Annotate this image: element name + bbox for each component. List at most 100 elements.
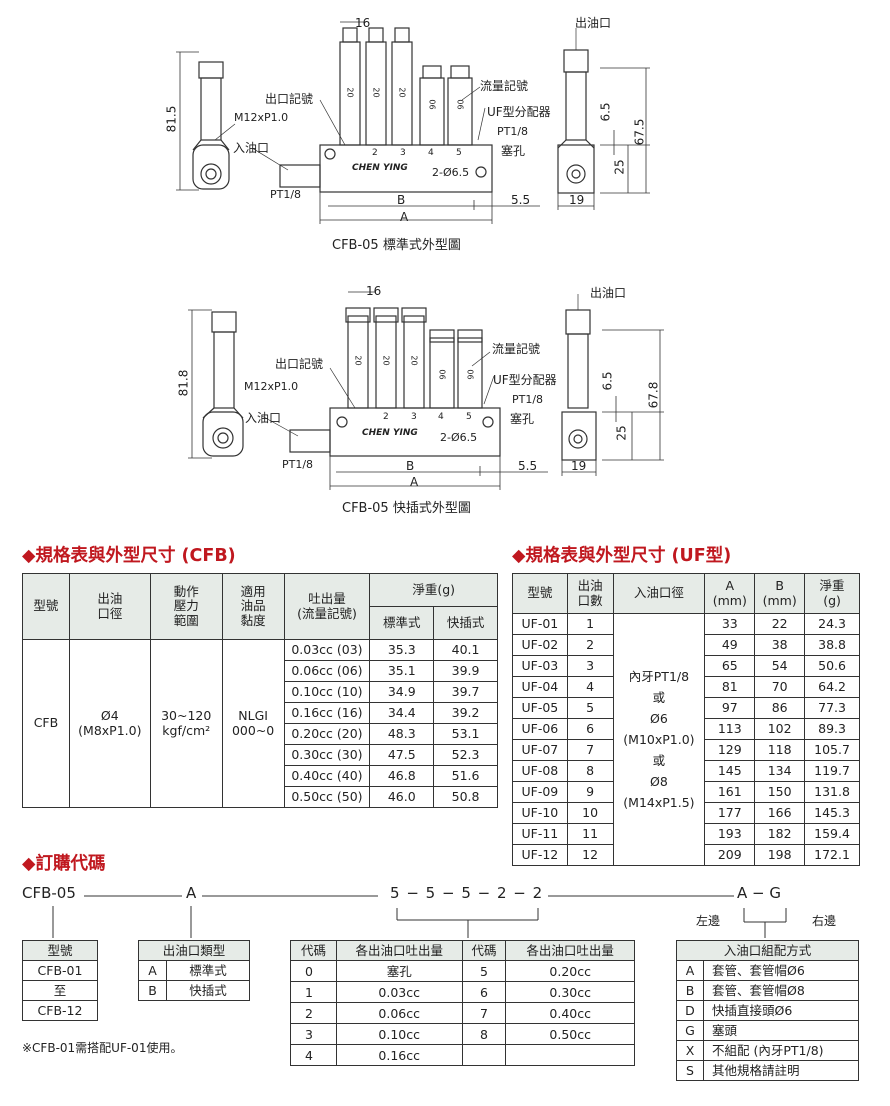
port-number: 2 <box>372 148 378 158</box>
flow-cell: 0.40cc (40) <box>283 765 371 787</box>
order-code-type: A <box>186 884 197 902</box>
col-a-mm: A (mm) <box>704 573 756 614</box>
uf-weight: 131.8 <box>804 781 860 803</box>
uf-model: UF-11 <box>512 823 568 845</box>
port-number: 3 <box>400 148 406 158</box>
port-number: 3 <box>411 412 417 422</box>
uf-count: 1 <box>566 613 614 635</box>
uf-b: 22 <box>754 613 806 635</box>
flow-code: 5 <box>461 884 471 902</box>
dim-b-label: B <box>397 193 406 207</box>
valve-code: 20 <box>397 87 407 98</box>
dim-25-label: 25 <box>612 159 627 175</box>
uf-a: 193 <box>704 823 756 845</box>
order-section-title: ◆訂購代碼 <box>22 854 106 874</box>
pt18-inlet-label: PT1/8 <box>282 458 314 471</box>
uf-a: 177 <box>704 802 756 824</box>
mount-hole-label: 2-Ø6.5 <box>432 166 470 179</box>
uf-weight: 145.3 <box>804 802 860 824</box>
inlet-code: X <box>676 1040 704 1061</box>
dim-6-5-label: 6.5 <box>600 371 615 391</box>
flow-value-cell <box>505 1044 635 1066</box>
inlet-desc: 套管、套管帽Ø6 <box>703 960 859 981</box>
uf-b: 118 <box>754 739 806 761</box>
quick-cell: 39.9 <box>433 660 498 682</box>
outlet-label: 出油口 <box>590 286 627 300</box>
thread-m12-label: M12xP1.0 <box>234 111 289 124</box>
uf-weight: 159.4 <box>804 823 860 845</box>
std-cell: 35.3 <box>369 639 435 661</box>
flow-code-cell: 7 <box>461 1002 507 1024</box>
port-number: 5 <box>466 412 472 422</box>
order-code-prefix: CFB-05 <box>22 884 76 902</box>
quick-cell: 52.3 <box>433 744 498 766</box>
flow-value-cell: 0.50cc <box>505 1023 635 1045</box>
std-cell: 46.8 <box>369 765 435 787</box>
inlet-code: A <box>676 960 704 981</box>
inlet-code: B <box>676 980 704 1001</box>
cfb-section-title: ◆規格表與外型尺寸 (CFB) <box>22 546 236 566</box>
flow-value-cell: 0.06cc <box>335 1002 463 1024</box>
type-box-header: 出油口類型 <box>138 940 250 961</box>
std-cell: 46.0 <box>369 786 435 808</box>
uf-b: 182 <box>754 823 806 845</box>
order-code-inlet: A − G <box>737 884 781 902</box>
uf-weight: 38.8 <box>804 634 860 656</box>
uf-model: UF-06 <box>512 718 568 740</box>
flow-code-cell: 1 <box>290 981 337 1003</box>
uf-count: 6 <box>566 718 614 740</box>
quick-outline-drawing: 16 出油口 出口記號 流量記號 UF型分配器 M12xP1.0 PT1/8 入… <box>0 272 890 520</box>
quick-cell: 51.6 <box>433 765 498 787</box>
uf-weight: 24.3 <box>804 613 860 635</box>
flow-cell: 0.10cc (10) <box>283 681 371 703</box>
uf-a: 97 <box>704 697 756 719</box>
flow-value-cell: 0.03cc <box>335 981 463 1003</box>
uf-weight: 89.3 <box>804 718 860 740</box>
valve-code: 20 <box>345 87 355 98</box>
flow-code-cell: 5 <box>461 960 507 982</box>
flow-cell: 0.16cc (16) <box>283 702 371 724</box>
uf-a: 33 <box>704 613 756 635</box>
model-box-row: CFB-12 <box>22 1000 98 1021</box>
dim-19-label: 19 <box>569 193 585 207</box>
flow-cell: 0.30cc (30) <box>283 744 371 766</box>
type-code: A <box>138 960 167 981</box>
uf-b: 198 <box>754 844 806 866</box>
outlet-mark-label: 出口記號 <box>265 92 314 106</box>
flow-value-cell: 0.30cc <box>505 981 635 1003</box>
inlet-label: 入油口 <box>245 411 282 425</box>
inlet-desc: 不組配 (內牙PT1/8) <box>703 1040 859 1061</box>
col-weight: 淨重 (g) <box>804 573 860 614</box>
col-standard: 標準式 <box>369 606 435 640</box>
uf-b: 70 <box>754 676 806 698</box>
flow-code-cell: 2 <box>290 1002 337 1024</box>
cfb-spec-table: 型號 出油 口徑 動作 壓力 範圍 適用 油品 黏度 吐出量 (流量記號) 淨重… <box>22 573 498 808</box>
inlet-desc: 套管、套管帽Ø8 <box>703 980 859 1001</box>
inlet-desc: 塞頭 <box>703 1020 859 1041</box>
brand-mark: CHEN YING <box>362 428 418 438</box>
order-code-flows: 5 − 5 − 5 − 2 − 2 <box>390 884 543 902</box>
valve-code: 20 <box>371 87 381 98</box>
uf-count: 10 <box>566 802 614 824</box>
dim-a-label: A <box>400 210 409 224</box>
dim-19-label: 19 <box>571 459 587 473</box>
valve-code: 20 <box>409 355 419 366</box>
uf-a: 65 <box>704 655 756 677</box>
col-b-mm: B (mm) <box>754 573 806 614</box>
model-box-header: 型號 <box>22 940 98 961</box>
model-box-row: 至 <box>22 980 98 1001</box>
valve-code: 06 <box>455 99 465 110</box>
uf-b: 102 <box>754 718 806 740</box>
quick-cell: 40.1 <box>433 639 498 661</box>
pt18-right-label: PT1/8 <box>512 393 544 406</box>
uf-count: 12 <box>566 844 614 866</box>
uf-weight: 172.1 <box>804 844 860 866</box>
quick-cell: 39.2 <box>433 702 498 724</box>
flow-value-cell: 0.40cc <box>505 1002 635 1024</box>
uf-model: UF-12 <box>512 844 568 866</box>
order-note: ※CFB-01需搭配UF-01使用。 <box>22 1041 183 1055</box>
flow-code-cell: 8 <box>461 1023 507 1045</box>
uf-count: 3 <box>566 655 614 677</box>
flow-code-cell: 0 <box>290 960 337 982</box>
uf-b: 54 <box>754 655 806 677</box>
